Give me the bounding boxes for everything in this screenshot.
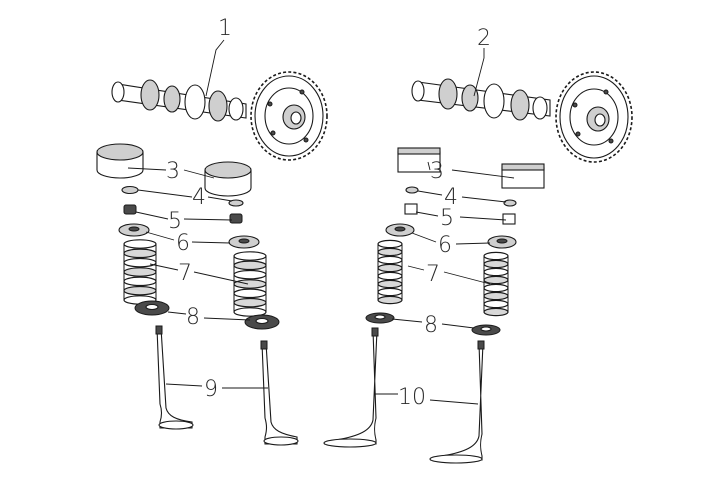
spring-coil bbox=[123, 239, 157, 249]
callout-6-left: 6 bbox=[176, 231, 190, 256]
valve-spring-right-2 bbox=[483, 251, 509, 317]
spring-coil bbox=[233, 269, 267, 280]
spring-coil bbox=[377, 295, 403, 305]
tappet-left-1 bbox=[96, 143, 144, 179]
valve-seal-left-2 bbox=[229, 213, 243, 224]
tappet-right-2 bbox=[501, 163, 545, 189]
valve-spring-right-1 bbox=[377, 239, 403, 305]
shim-left-2 bbox=[228, 199, 244, 207]
callout-6-right: 6 bbox=[438, 233, 452, 258]
spring-coil bbox=[233, 297, 267, 308]
spring-seat-right-1 bbox=[365, 312, 395, 324]
spring-coil bbox=[377, 247, 403, 257]
valve-seal-left-1 bbox=[123, 204, 137, 215]
callout-7-right: 7 bbox=[426, 262, 440, 287]
spring-coil bbox=[377, 239, 403, 249]
valve-spring-left-2 bbox=[233, 251, 267, 317]
retainer-left-1 bbox=[118, 223, 150, 237]
spring-coil bbox=[483, 259, 509, 269]
spring-coil bbox=[483, 251, 509, 261]
callout-10: 10 bbox=[398, 385, 426, 410]
camshaft-intake bbox=[111, 71, 328, 161]
spring-coil bbox=[377, 271, 403, 281]
spring-coil bbox=[233, 279, 267, 289]
valve-seal-right-2 bbox=[502, 213, 516, 225]
spring-seat-left-2 bbox=[244, 314, 280, 330]
exhaust-valve-right-2 bbox=[429, 340, 485, 464]
spring-coil bbox=[123, 276, 157, 287]
spring-seat-right-2 bbox=[471, 324, 501, 336]
callout-5-left: 5 bbox=[168, 209, 182, 234]
callout-3-right: 3 bbox=[430, 159, 444, 184]
camshaft-exhaust bbox=[411, 71, 633, 163]
shim-left-1 bbox=[121, 185, 139, 195]
spring-seat-left-1 bbox=[134, 300, 170, 316]
spring-coil bbox=[123, 285, 157, 296]
spring-coil bbox=[483, 307, 509, 317]
callout-8-right: 8 bbox=[424, 313, 438, 338]
shim-right-1 bbox=[405, 186, 419, 194]
exhaust-valve-right-1 bbox=[323, 327, 379, 448]
spring-coil bbox=[123, 248, 157, 259]
callout-4-right: 4 bbox=[444, 185, 458, 210]
callout-8-left: 8 bbox=[186, 305, 200, 330]
callout-2: 2 bbox=[477, 26, 491, 51]
spring-coil bbox=[483, 275, 509, 285]
spring-coil bbox=[483, 283, 509, 293]
intake-valve-left-2 bbox=[260, 340, 299, 446]
retainer-right-2 bbox=[487, 235, 517, 249]
callout-9: 9 bbox=[204, 377, 218, 402]
callout-3-left: 3 bbox=[166, 159, 180, 184]
spring-coil bbox=[123, 257, 157, 268]
spring-coil bbox=[123, 267, 157, 277]
valve-seal-right-1 bbox=[404, 203, 418, 215]
spring-coil bbox=[233, 251, 267, 261]
spring-coil bbox=[483, 291, 509, 301]
callout-4-left: 4 bbox=[192, 185, 206, 210]
intake-valve-left-1 bbox=[155, 325, 194, 430]
spring-coil bbox=[483, 299, 509, 309]
spring-coil bbox=[233, 288, 267, 299]
spring-coil bbox=[377, 263, 403, 273]
spring-coil bbox=[377, 279, 403, 289]
spring-coil bbox=[377, 287, 403, 297]
tappet-left-2 bbox=[204, 161, 252, 197]
shim-right-2 bbox=[503, 199, 517, 207]
valve-spring-left-1 bbox=[123, 239, 157, 305]
callout-7-left: 7 bbox=[178, 261, 192, 286]
retainer-left-2 bbox=[228, 235, 260, 249]
callout-5-right: 5 bbox=[440, 206, 454, 231]
spring-coil bbox=[233, 260, 267, 271]
retainer-right-1 bbox=[385, 223, 415, 237]
callout-1: 1 bbox=[218, 16, 232, 41]
leader-lines bbox=[127, 39, 515, 405]
spring-coil bbox=[483, 267, 509, 277]
spring-coil bbox=[377, 255, 403, 265]
